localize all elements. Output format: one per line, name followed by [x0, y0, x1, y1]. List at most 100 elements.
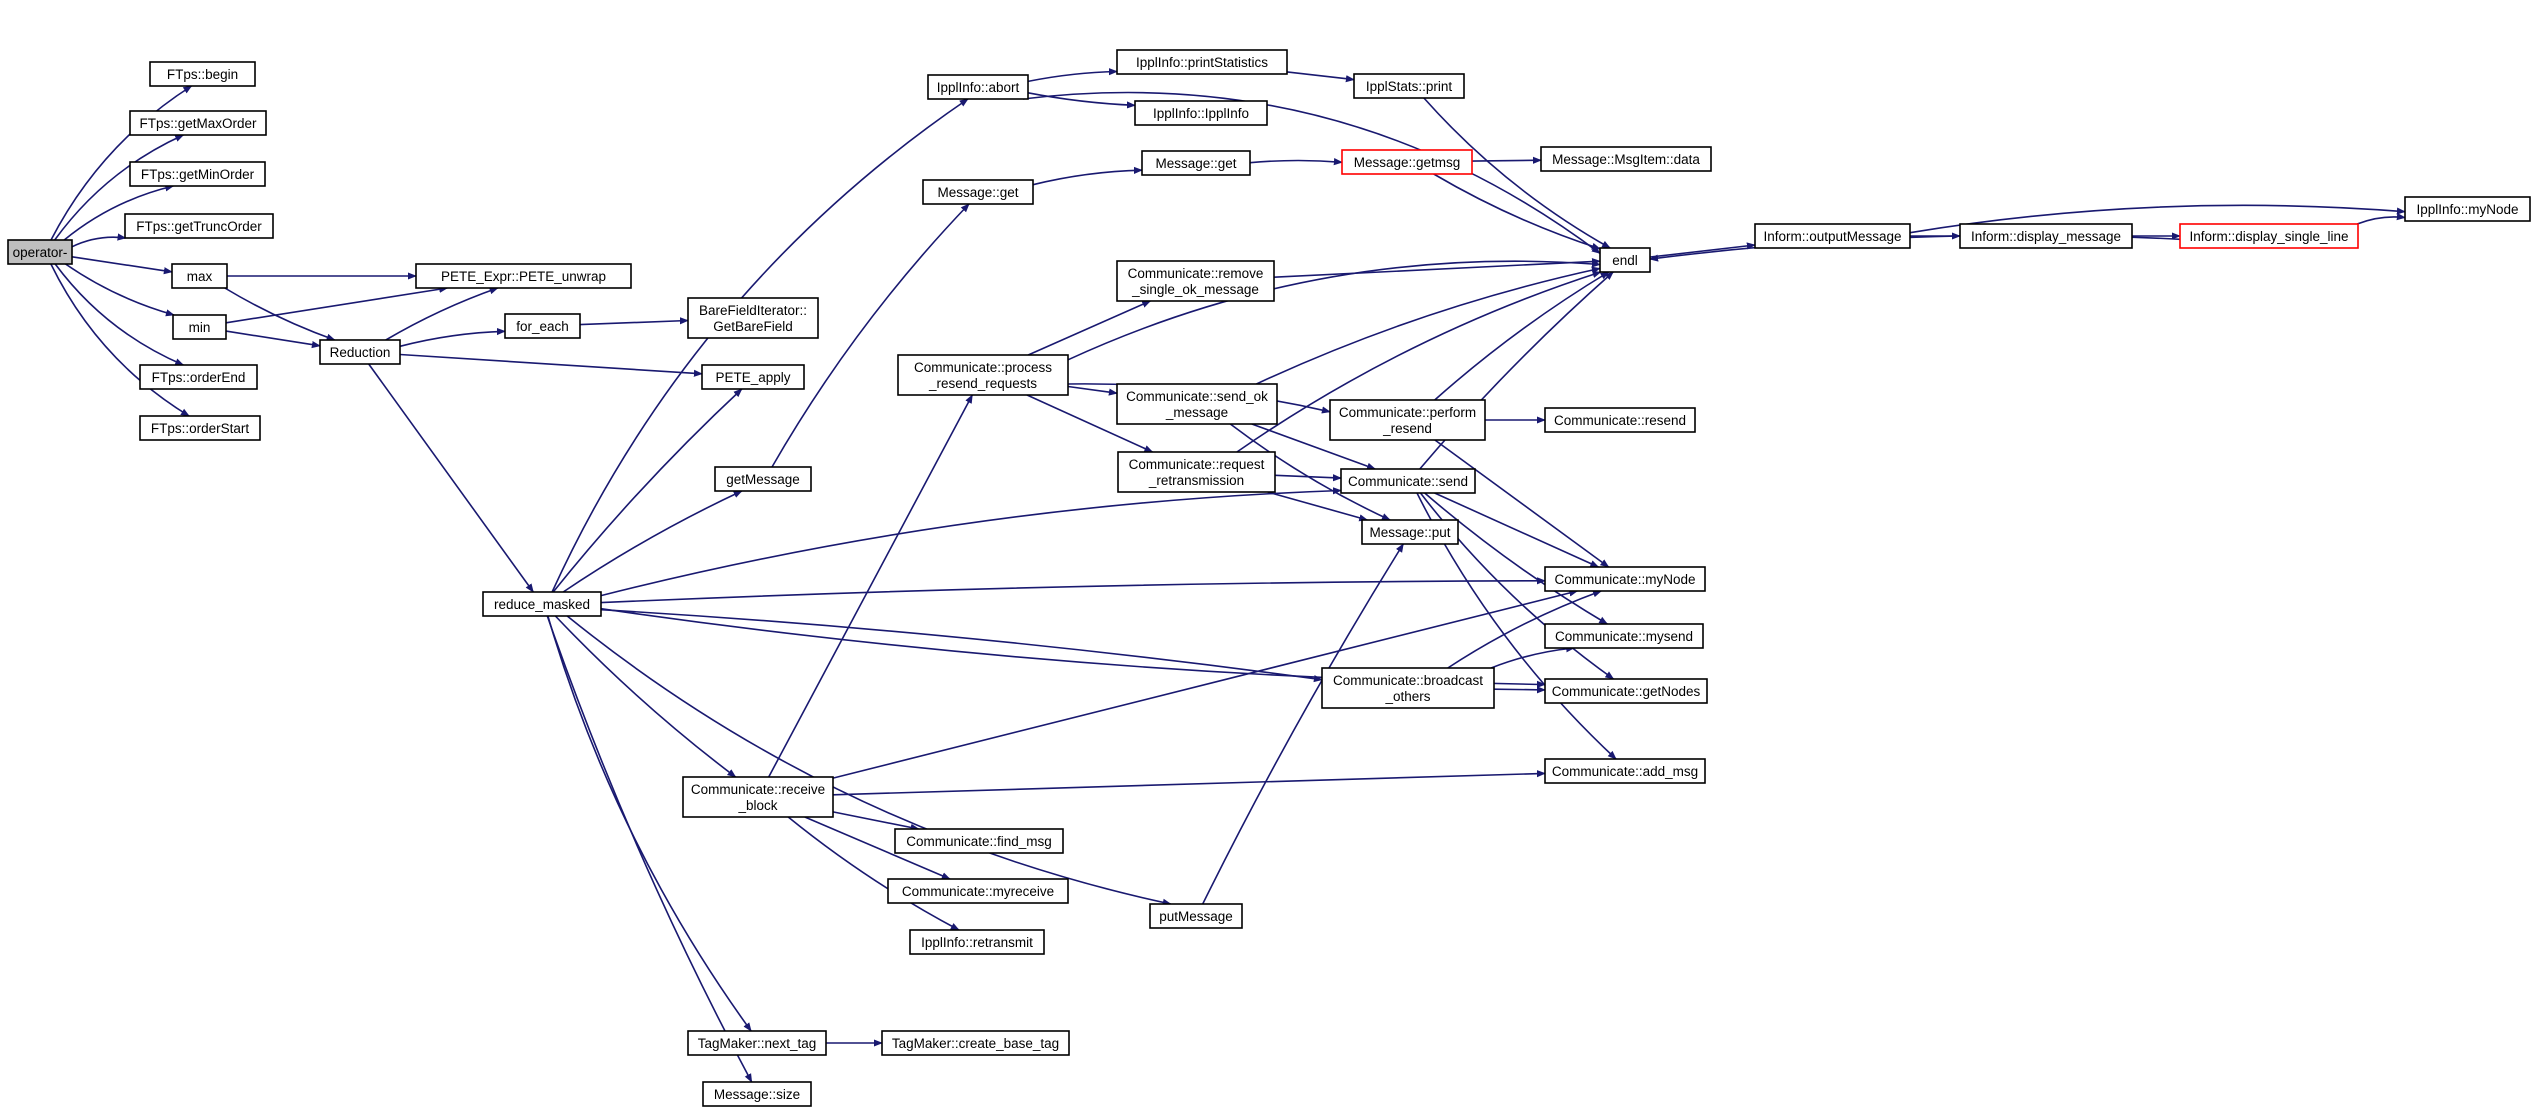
node-ipplmynode[interactable]: IpplInfo::myNode [2404, 196, 2531, 222]
node-label: Communicate::getNodes [1552, 684, 1701, 699]
node-send-ok[interactable]: Communicate::send_ok_message [1116, 383, 1278, 425]
node-perform-resend[interactable]: Communicate::perform_resend [1329, 399, 1486, 441]
node-box [887, 878, 1069, 904]
node-myreceive[interactable]: Communicate::myreceive [887, 878, 1069, 904]
node-remove-single-ok[interactable]: Communicate::remove_single_ok_message [1116, 260, 1275, 302]
node-box [1329, 399, 1486, 441]
node-max[interactable]: max [171, 263, 228, 289]
node-display-single-line[interactable]: Inform::display_single_line [2179, 223, 2359, 249]
call-edges [50, 68, 2406, 1083]
node-label: Communicate::request [1129, 457, 1265, 472]
node-label: FTps::orderEnd [152, 370, 246, 385]
node-comm-mynode[interactable]: Communicate::myNode [1544, 566, 1706, 592]
edge-process_resend-to-endl [1067, 260, 1601, 361]
node-getmessage[interactable]: getMessage [714, 466, 812, 492]
edge-process_resend-to-remove_single_ok [1027, 300, 1152, 356]
node-box [1544, 623, 1704, 649]
node-getmsg[interactable]: Message::getmsg [1341, 149, 1473, 175]
call-nodes: operator- FTps::beginFTps::getMaxOrderFTp… [7, 49, 2531, 1107]
node-bcast-others[interactable]: Communicate::broadcast_others [1321, 667, 1495, 709]
node-printstatistics[interactable]: IpplInfo::printStatistics [1116, 49, 1288, 75]
edge-reduce_masked-to-getMessage [562, 490, 743, 593]
node-reduction[interactable]: Reduction [319, 339, 401, 365]
node-comm-mysend[interactable]: Communicate::mysend [1544, 623, 1704, 649]
edge-comm_send-to-comm_mysend [1424, 492, 1609, 625]
node-label: Communicate::myreceive [902, 884, 1054, 899]
node-outputmessage[interactable]: Inform::outputMessage [1754, 223, 1911, 249]
node-ipplstatsprint[interactable]: IpplStats::print [1353, 73, 1465, 99]
node-retransmit[interactable]: IpplInfo::retransmit [909, 929, 1045, 955]
node-gettruncorder[interactable]: FTps::getTruncOrder [124, 213, 274, 239]
node-getminorder[interactable]: FTps::getMinOrder [129, 161, 266, 187]
node-find-msg[interactable]: Communicate::find_msg [894, 828, 1064, 854]
node-box [1353, 73, 1465, 99]
node-box [149, 61, 256, 87]
node-label: FTps::getTruncOrder [136, 219, 262, 234]
node-msg-put[interactable]: Message::put [1361, 519, 1459, 545]
node-label: Inform::outputMessage [1763, 229, 1901, 244]
node-request-retrans[interactable]: Communicate::request_retransmission [1117, 451, 1276, 493]
edge-reduce_masked-to-comm_send [600, 487, 1342, 597]
node-label: putMessage [1159, 909, 1233, 924]
node-display-message[interactable]: Inform::display_message [1959, 223, 2133, 249]
node-label: _single_ok_message [1131, 282, 1259, 297]
node-comm-getnodes[interactable]: Communicate::getNodes [1544, 678, 1708, 704]
node-msg-get1[interactable]: Message::get [922, 179, 1034, 205]
node-label: IpplInfo::printStatistics [1136, 55, 1268, 70]
node-abort[interactable]: IpplInfo::abort [927, 74, 1029, 100]
node-pete-apply[interactable]: PETE_apply [701, 364, 805, 390]
node-box [2179, 223, 2359, 249]
node-label: Communicate::find_msg [906, 834, 1052, 849]
node-label: BareFieldIterator:: [699, 303, 807, 318]
edge-outputMessage-to-ipplMyNode [1909, 204, 2406, 234]
node-box [1340, 468, 1476, 494]
node-for-each[interactable]: for_each [504, 313, 581, 339]
node-create-base-tag[interactable]: TagMaker::create_base_tag [881, 1030, 1070, 1056]
node-orderend[interactable]: FTps::orderEnd [139, 364, 258, 390]
edge-reduce_masked-to-abort [551, 98, 969, 593]
edge-op-to-begin [50, 85, 193, 241]
node-putmessage[interactable]: putMessage [1149, 903, 1243, 929]
node-label: reduce_masked [494, 597, 590, 612]
edge-op-to-max [71, 256, 173, 275]
node-box [1544, 407, 1696, 433]
node-box [1321, 667, 1495, 709]
node-getmaxorder[interactable]: FTps::getMaxOrder [129, 110, 267, 136]
node-box [1149, 903, 1243, 929]
node-comm-send[interactable]: Communicate::send [1340, 468, 1476, 494]
node-process-resend[interactable]: Communicate::process_resend_requests [897, 354, 1069, 396]
node-msg-size[interactable]: Message::size [702, 1081, 812, 1107]
edge-recv_block-to-process_resend [767, 394, 974, 778]
node-box [702, 1081, 812, 1107]
node-box [682, 776, 834, 818]
node-pete-unwrap[interactable]: PETE_Expr::PETE_unwrap [415, 263, 632, 289]
edge-reduction-to-pete_apply [399, 353, 703, 377]
node-msgitem-data[interactable]: Message::MsgItem::data [1540, 146, 1712, 172]
node-msg-get2[interactable]: Message::get [1141, 150, 1251, 176]
node-recv-block[interactable]: Communicate::receive_block [682, 776, 834, 818]
node-op[interactable]: operator- [7, 239, 73, 265]
node-box [504, 313, 581, 339]
node-reduce-masked[interactable]: reduce_masked [482, 591, 602, 617]
node-next-tag[interactable]: TagMaker::next_tag [687, 1030, 827, 1056]
node-label: Communicate::send_ok [1126, 389, 1268, 404]
node-label: getMessage [726, 472, 800, 487]
edge-abort-to-endl [1022, 91, 1601, 254]
node-box [927, 74, 1029, 100]
node-box [1141, 150, 1251, 176]
edge-abort-to-printStatistics [1027, 68, 1118, 83]
node-box [1754, 223, 1911, 249]
node-box [881, 1030, 1070, 1056]
node-comm-add-msg[interactable]: Communicate::add_msg [1544, 758, 1706, 784]
edge-reduction-to-pete_unwrap [385, 287, 499, 341]
node-begin[interactable]: FTps::begin [149, 61, 256, 87]
edge-op-to-getTruncOrder [71, 233, 127, 248]
node-box [687, 1030, 827, 1056]
node-resend[interactable]: Communicate::resend [1544, 407, 1696, 433]
node-min[interactable]: min [172, 314, 227, 340]
node-getbarefield[interactable]: BareFieldIterator::GetBareField [687, 297, 819, 339]
node-orderstart[interactable]: FTps::orderStart [139, 415, 261, 441]
node-endl[interactable]: endl [1599, 247, 1651, 273]
node-label: IpplInfo::abort [937, 80, 1020, 95]
node-ipplinfoctor[interactable]: IpplInfo::IpplInfo [1134, 100, 1268, 126]
